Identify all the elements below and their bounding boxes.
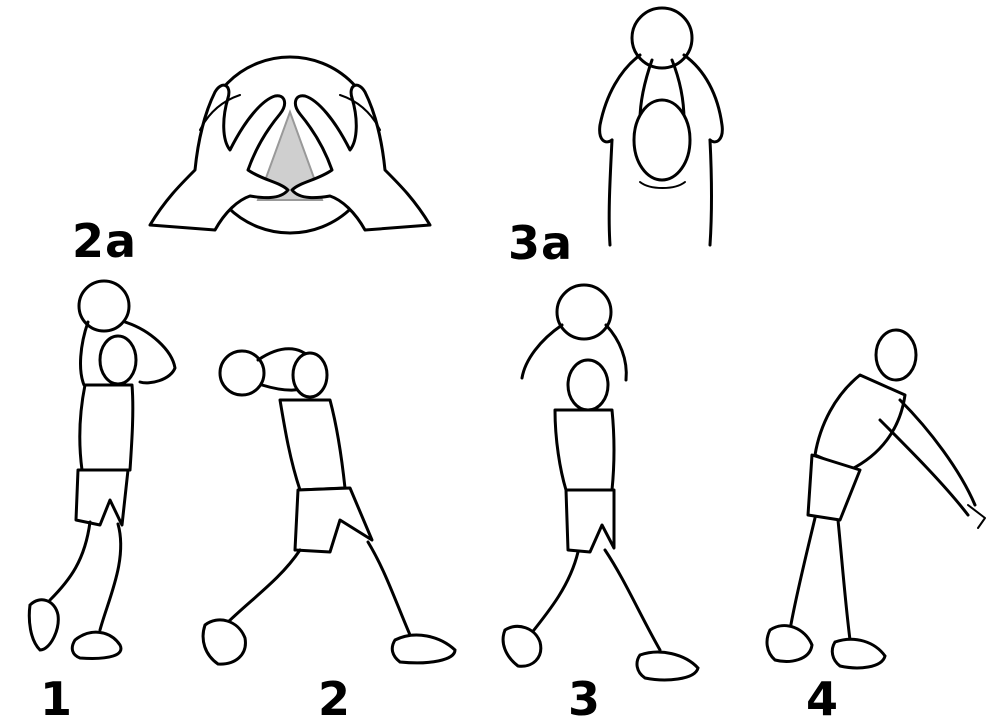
overhead-back-view <box>600 8 723 245</box>
fig1-head <box>100 336 136 384</box>
label-3: 3 <box>568 676 601 722</box>
label-3a: 3a <box>508 220 573 266</box>
collar <box>640 182 685 188</box>
figure-4 <box>767 330 985 668</box>
fig2-shoe-front <box>392 635 455 663</box>
fig1-shirt <box>80 385 133 470</box>
fig3-arm-right <box>606 325 626 380</box>
fig3-arm-left <box>522 325 562 378</box>
fig4-leg-front <box>838 520 850 640</box>
fig2-shoe-back <box>203 620 245 664</box>
head-back <box>634 100 690 180</box>
fig1-leg-back <box>50 522 90 600</box>
fig4-leg-back <box>790 518 815 630</box>
fig1-arm-left <box>81 322 88 385</box>
fig1-shoe-back <box>29 600 58 650</box>
fig4-head <box>876 330 916 380</box>
label-2: 2 <box>318 676 351 722</box>
ball-3 <box>557 285 611 339</box>
fig4-shoe-back <box>767 626 812 662</box>
figure-1 <box>29 281 175 658</box>
ball-2 <box>220 351 264 395</box>
torso-right <box>710 140 712 245</box>
fig3-leg-back <box>530 552 578 635</box>
ball-overhead <box>632 8 692 68</box>
fig3-shirt <box>555 410 614 490</box>
fig2-shorts <box>295 488 372 552</box>
fig3-leg-front <box>605 550 660 650</box>
label-4: 4 <box>806 676 839 722</box>
fig3-shoe-back <box>503 626 541 666</box>
fig2-head <box>293 353 327 397</box>
figure-3 <box>503 285 698 680</box>
torso-left <box>609 140 612 245</box>
fig2-leg-front <box>368 542 410 635</box>
fig1-shorts <box>76 470 128 525</box>
fig1-leg-front <box>100 524 121 630</box>
fig4-hand <box>968 505 985 528</box>
fig3-head <box>568 360 608 410</box>
fig2-shirt <box>280 400 345 490</box>
hands-on-ball-detail <box>150 57 430 233</box>
label-1: 1 <box>40 676 73 722</box>
fig4-shirt <box>815 375 905 470</box>
fig2-leg-back <box>225 550 300 625</box>
fig3-shoe-front <box>637 652 698 680</box>
figure-2 <box>203 349 455 664</box>
fig4-shoe-front <box>832 639 885 668</box>
label-2a: 2a <box>72 218 137 264</box>
fig1-shoe-front <box>72 632 121 658</box>
fig3-shorts <box>566 490 614 552</box>
